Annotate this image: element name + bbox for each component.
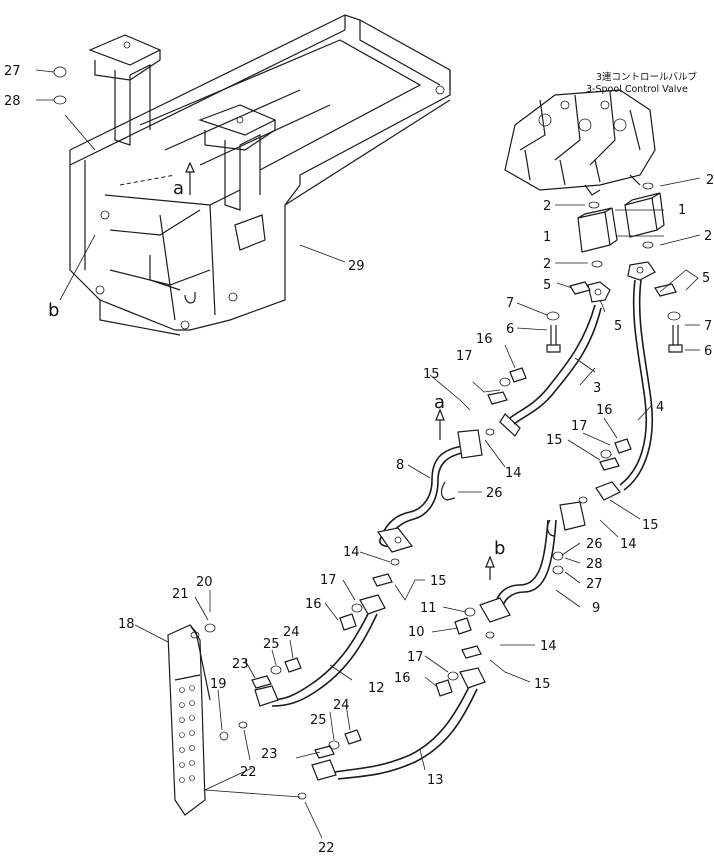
callout-25-b: 25 (310, 713, 327, 728)
callout-16-a: 16 (476, 332, 493, 347)
callout-16-b: 16 (596, 403, 613, 418)
callout-14-c: 14 (343, 545, 360, 560)
view-letter-b-frame: b (48, 300, 59, 321)
callout-25-a: 25 (263, 637, 280, 652)
callout-3: 3 (593, 381, 601, 396)
callout-21: 21 (172, 587, 189, 602)
callout-24-a: 24 (283, 625, 300, 640)
callout-22-a: 22 (240, 765, 257, 780)
callout-1-lower: 1 (543, 230, 551, 245)
callout-28-b: 28 (586, 557, 603, 572)
main-frame-drawing (69, 14, 451, 336)
split-flanges (251, 281, 677, 759)
callout-14-a: 14 (505, 466, 522, 481)
callout-13: 13 (427, 773, 444, 788)
callout-14-d: 14 (540, 639, 557, 654)
callout-1-upper: 1 (678, 203, 686, 218)
adapter-block-left (577, 207, 618, 253)
callout-15-b: 15 (546, 433, 563, 448)
adapter-block-right (624, 192, 665, 238)
callout-16-d: 16 (394, 671, 411, 686)
callout-10: 10 (408, 625, 425, 640)
callout-23-a: 23 (232, 657, 249, 672)
callout-16-c: 16 (305, 597, 322, 612)
callout-5-a: 5 (543, 278, 551, 293)
view-letter-b-piping: b (494, 538, 505, 559)
callout-22-b: 22 (318, 841, 335, 856)
callout-2-b: 2 (543, 199, 551, 214)
callout-26-a: 26 (486, 486, 503, 501)
callout-17-b: 17 (571, 419, 588, 434)
callout-4: 4 (656, 400, 664, 415)
callout-29: 29 (348, 259, 365, 274)
callout-19: 19 (210, 677, 227, 692)
callout-5-b: 5 (702, 271, 710, 286)
callout-2-c: 2 (704, 229, 712, 244)
callout-23-b: 23 (261, 747, 278, 762)
callout-15-a: 15 (423, 367, 440, 382)
callout-8: 8 (396, 458, 404, 473)
pipe-8-drawing (376, 429, 483, 553)
hose-4-drawing (595, 261, 656, 501)
callout-15-d: 15 (430, 574, 447, 589)
bolts (284, 325, 683, 745)
view-letter-a-piping: a (434, 392, 445, 413)
callout-15-e: 15 (534, 677, 551, 692)
callout-6-a: 6 (506, 322, 514, 337)
callout-27-b: 27 (586, 577, 603, 592)
pipe-9-drawing (479, 501, 586, 623)
callout-labels: 27 28 29 1 1 2 2 2 2 5 5 5 7 7 6 6 16 17… (4, 64, 714, 856)
callout-17-d: 17 (407, 650, 424, 665)
callout-26-b: 26 (586, 537, 603, 552)
callout-17-c: 17 (320, 573, 337, 588)
callout-7-a: 7 (506, 296, 514, 311)
view-arrows (435, 408, 495, 580)
callout-2-d: 2 (543, 257, 551, 272)
callout-20: 20 (196, 575, 213, 590)
callout-2-a: 2 (706, 173, 714, 188)
title-jp: 3連コントロールバルブ (596, 71, 698, 83)
hose-12-drawing (254, 594, 386, 707)
callout-27: 27 (4, 64, 21, 79)
control-valve-drawing (504, 89, 656, 196)
hose-13-drawing (311, 667, 486, 781)
callout-11: 11 (420, 601, 437, 616)
leader-lines (35, 69, 701, 839)
title-en: 3-Spool Control Valve (586, 84, 688, 95)
callout-5-c: 5 (614, 319, 622, 334)
callout-12: 12 (368, 681, 385, 696)
callout-6-b: 6 (704, 344, 712, 359)
hose-3-drawing (499, 281, 611, 437)
callout-18: 18 (118, 617, 135, 632)
callout-15-c: 15 (642, 518, 659, 533)
valve-title: 3連コントロールバルブ 3-Spool Control Valve (586, 71, 698, 95)
callout-17-a: 17 (456, 349, 473, 364)
callout-7-b: 7 (704, 319, 712, 334)
callout-14-b: 14 (620, 537, 637, 552)
bracket-plate-drawing (167, 624, 211, 816)
view-letter-a-frame: a (173, 178, 184, 199)
callout-28: 28 (4, 94, 21, 109)
callout-9: 9 (592, 601, 600, 616)
callout-24-b: 24 (333, 698, 350, 713)
